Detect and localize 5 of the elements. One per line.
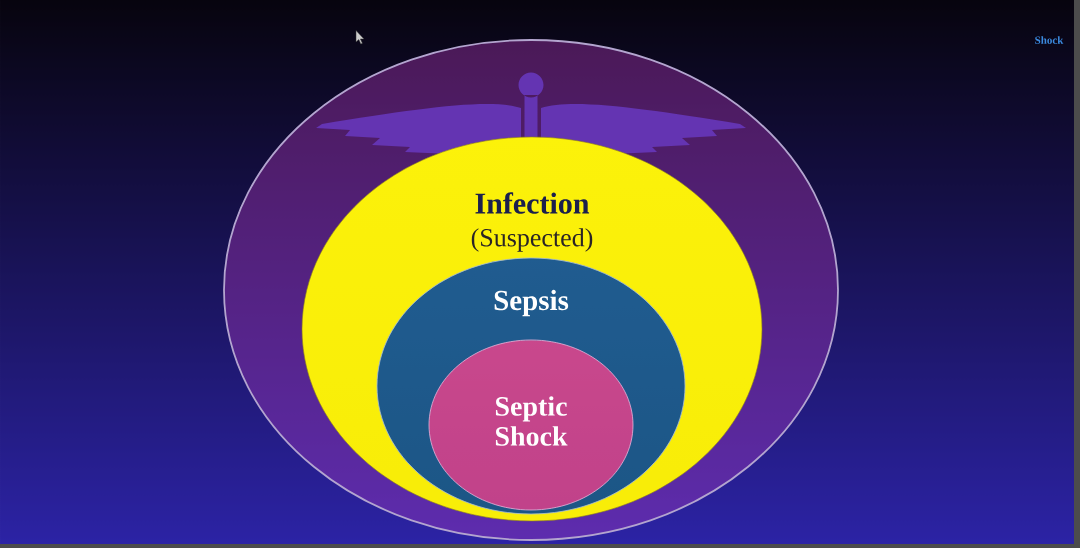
ellipse-label: Septic Shock: [495, 396, 568, 446]
ellipse-sublabel: (Suspected): [471, 228, 593, 252]
ellipse-label: Sepsis: [494, 289, 569, 317]
corner-label: Shock: [1035, 36, 1064, 44]
ellipse-label: Infection: [475, 192, 590, 214]
